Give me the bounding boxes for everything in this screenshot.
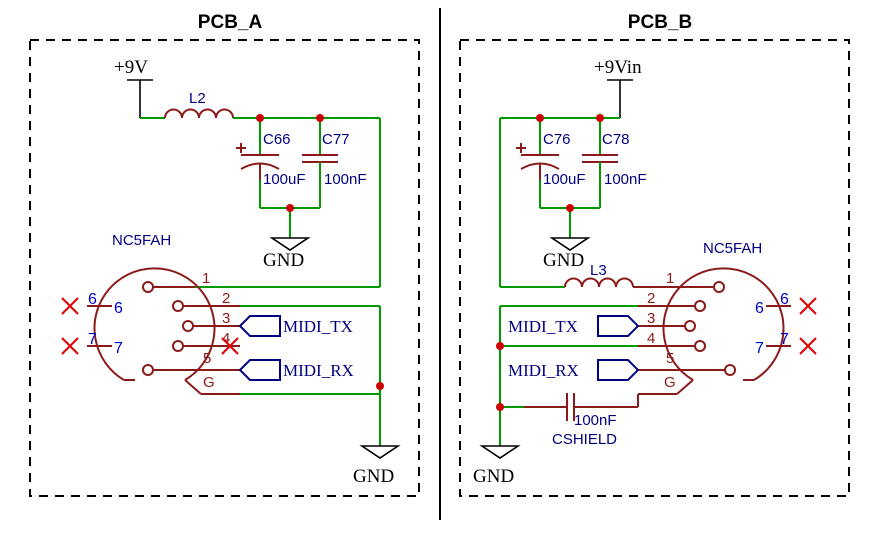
pin-number: 3 <box>222 310 230 327</box>
pcb-b-inductor-label: L3 <box>590 262 607 279</box>
pcb-b-cshield-value: 100nF <box>574 412 617 429</box>
junction-dot <box>376 382 384 390</box>
pcb-b-cshield-ref: CSHIELD <box>552 431 617 448</box>
pcb-b-capacitor-c78[interactable]: C78 100nF <box>582 118 647 208</box>
pin-number: 3 <box>647 310 655 327</box>
pcb-a-c77-value: 100nF <box>324 171 367 188</box>
pcb-a-connector-nc5fah[interactable]: NC5FAH 1 2 3 4 5 G 6 6 7 <box>87 232 240 395</box>
pcb-b-capacitor-c76[interactable]: C76 100uF <box>516 118 586 208</box>
pcb-a-inductor-label: L2 <box>189 90 206 107</box>
pcb-b-ground-symbol-2: GND <box>473 445 521 487</box>
pcb-b-title: PCB_B <box>628 12 692 33</box>
pcb-a-ground-symbol-2: GND <box>353 445 401 487</box>
pin-number: 5 <box>203 350 211 367</box>
pin-number: G <box>203 374 215 391</box>
pcb-b-inductor-l3[interactable]: L3 <box>500 262 714 288</box>
no-connect-marker <box>61 337 79 355</box>
pin-number: 6 <box>780 291 789 308</box>
pcb-b-c78-value: 100nF <box>604 171 647 188</box>
pcb-b-connector-nc5fah[interactable]: NC5FAH 1 2 3 4 5 G 6 6 7 7 <box>638 240 791 395</box>
pcb-b-midi-tx-text: MIDI_TX <box>508 317 578 336</box>
pcb-a-power-label: +9V <box>114 57 148 78</box>
pcb-a-ground-symbol-1: GND <box>263 237 311 271</box>
pin-number: G <box>664 374 676 391</box>
pcb-b-c76-ref: C76 <box>543 131 571 148</box>
pcb-b-midi-rx-label[interactable]: MIDI_RX <box>508 359 640 381</box>
pcb-a-c77-ref: C77 <box>322 131 350 148</box>
pcb-a-midi-rx-label[interactable]: MIDI_RX <box>238 359 354 381</box>
pcb-b-c76-value: 100uF <box>543 171 586 188</box>
pin-number: 5 <box>666 350 674 367</box>
junction-dot <box>566 204 574 212</box>
no-connect-marker <box>799 297 817 315</box>
pcb-a-power-symbol: +9V <box>114 57 153 118</box>
pcb-b-capacitor-cshield[interactable]: 100nF CSHIELD <box>524 393 639 448</box>
pin-number: 7 <box>88 331 97 348</box>
pcb-a-c66-value: 100uF <box>263 171 306 188</box>
pin-number: 2 <box>222 290 230 307</box>
pin-number: 1 <box>202 270 210 287</box>
junction-dot <box>596 114 604 122</box>
pcb-b-gnd-label-1: GND <box>543 250 584 271</box>
pin-number: 7 <box>780 331 789 348</box>
pcb-a-gnd-label-1: GND <box>263 250 304 271</box>
pcb-a-inductor-l2[interactable]: L2 <box>140 90 380 119</box>
pcb-a-boundary <box>29 39 420 497</box>
pin-number: 4 <box>647 330 655 347</box>
pin-number: 2 <box>647 290 655 307</box>
pcb-a-title: PCB_A <box>198 12 263 33</box>
no-connect-marker <box>221 337 239 355</box>
junction-dot <box>286 204 294 212</box>
pcb-a-section: PCB_A +9V L2 C66 100uF <box>29 12 420 497</box>
pin-number: 6 <box>114 300 123 317</box>
pcb-a-capacitor-c66[interactable]: C66 100uF <box>236 118 306 208</box>
pcb-b-midi-rx-text: MIDI_RX <box>508 361 579 380</box>
pcb-b-power-label: +9Vin <box>594 57 642 78</box>
pcb-b-c78-ref: C78 <box>602 131 630 148</box>
pin-number: 7 <box>755 340 764 357</box>
pin-number: 6 <box>755 300 764 317</box>
pcb-b-power-symbol: +9Vin <box>594 57 642 118</box>
junction-dot <box>256 114 264 122</box>
pcb-a-midi-rx-text: MIDI_RX <box>283 361 354 380</box>
junction-dot <box>496 342 504 350</box>
pcb-b-midi-tx-label[interactable]: MIDI_TX <box>508 315 640 337</box>
pcb-b-boundary <box>459 39 850 497</box>
pin-number: 4 <box>222 330 230 347</box>
pcb-b-gnd-label-2: GND <box>473 466 514 487</box>
pin-number: 1 <box>666 270 674 287</box>
pcb-a-gnd-label-2: GND <box>353 466 394 487</box>
pcb-a-capacitor-c77[interactable]: C77 100nF <box>302 118 367 208</box>
pcb-b-section: PCB_B +9Vin C76 100uF C78 <box>459 12 850 497</box>
pin-number: 7 <box>114 340 123 357</box>
junction-dot <box>496 403 504 411</box>
pcb-a-c66-ref: C66 <box>263 131 291 148</box>
pin-number: 6 <box>88 291 97 308</box>
no-connect-marker <box>799 337 817 355</box>
pcb-a-midi-tx-text: MIDI_TX <box>283 317 353 336</box>
junction-dot <box>536 114 544 122</box>
pcb-b-connector-name: NC5FAH <box>703 240 762 257</box>
no-connect-marker <box>61 297 79 315</box>
pcb-b-ground-symbol-1: GND <box>543 237 591 271</box>
junction-dot <box>316 114 324 122</box>
pcb-a-midi-tx-label[interactable]: MIDI_TX <box>238 315 353 337</box>
pcb-a-connector-name: NC5FAH <box>112 232 171 249</box>
